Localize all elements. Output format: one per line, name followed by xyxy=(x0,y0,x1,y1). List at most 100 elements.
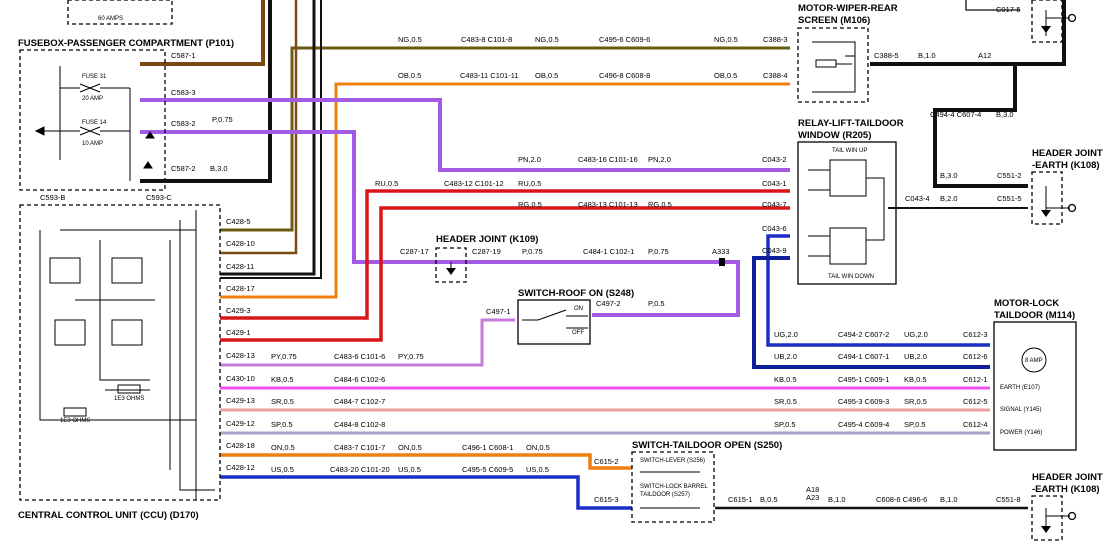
label-sr05-c: SR,0.5 xyxy=(904,397,927,406)
wire-ob xyxy=(220,82,790,299)
label-on05-b: ON,0.5 xyxy=(398,443,422,452)
label-c494-2: C494-2 C607-2 xyxy=(838,330,889,339)
label-c608-6: C608-6 C496-6 xyxy=(876,495,927,504)
label-c484-1: C484-1 C102-1 xyxy=(583,247,634,256)
label-c017-5: C017-5 xyxy=(996,5,1021,14)
wire-us xyxy=(220,475,632,510)
label-c484-7: C484-7 C102-7 xyxy=(334,397,385,406)
label-c587-1: C587-1 xyxy=(171,51,196,60)
label-p075-b: P,0.75 xyxy=(648,247,669,256)
label-b05: B,0.5 xyxy=(760,495,778,504)
label-ru05-b: RU,0.5 xyxy=(518,179,541,188)
label-c483-16: C483-16 C101-16 xyxy=(578,155,638,164)
label-c483-7: C483-7 C101-7 xyxy=(334,443,385,452)
label-c429-12: C429-12 xyxy=(226,419,255,428)
label-c612-4: C612-4 xyxy=(963,420,988,429)
wire-py xyxy=(220,318,515,367)
label-on05-c: ON,0.5 xyxy=(526,443,550,452)
ccu-internal-circuit xyxy=(39,210,215,500)
label-c612-5: C612-5 xyxy=(963,397,988,406)
wire-on xyxy=(220,453,632,470)
wire-red-rg xyxy=(220,206,790,342)
label-c484-8: C484-8 C102-8 xyxy=(334,420,385,429)
label-p075-fuse: P,0.75 xyxy=(212,115,233,124)
label-c043-7: C043-7 xyxy=(762,200,787,209)
label-sp05-c: SP,0.5 xyxy=(904,420,926,429)
wire-black-top-right xyxy=(965,0,1020,11)
wire-purple-fuse-loop xyxy=(140,98,790,172)
label-c388-5: C388-5 xyxy=(874,51,899,60)
label-c428-10: C428-10 xyxy=(226,239,255,248)
label-sr05-a: SR,0.5 xyxy=(271,397,294,406)
label-ug20-a: UG,2.0 xyxy=(774,330,798,339)
label-c615-1: C615-1 xyxy=(728,495,753,504)
label-pn20-a: PN,2.0 xyxy=(518,155,541,164)
wire-black-fuse-b30 xyxy=(140,0,272,183)
label-c428-18: C428-18 xyxy=(226,441,255,450)
fuse-symbol xyxy=(34,66,155,181)
label-c428-12: C428-12 xyxy=(226,463,255,472)
ccu-res1: 1E3 OHMS xyxy=(114,396,144,402)
label-c287-17: C287-17 xyxy=(400,247,429,256)
relay-down: TAIL WIN DOWN xyxy=(828,274,874,280)
switch-taildoor-title: SWITCH-TAILDOOR OPEN (S250) xyxy=(632,440,782,451)
motor-wiper: MOTOR-WIPER-REAR SCREEN (M106) xyxy=(797,3,898,103)
label-c495-4: C495-4 C609-4 xyxy=(838,420,889,429)
relay-title-1: RELAY-LIFT-TAILDOOR xyxy=(798,118,904,129)
label-kb05-a: KB,0.5 xyxy=(271,375,294,384)
label-c428-13: C428-13 xyxy=(226,351,255,360)
label-c593-c: C593-C xyxy=(146,193,172,202)
label-p05: P,0.5 xyxy=(648,299,665,308)
motor-lock-power: POWER (Y146) xyxy=(1000,430,1042,436)
label-us05-a: US,0.5 xyxy=(271,465,294,474)
wire-ug xyxy=(766,234,990,347)
label-c495-5: C495-5 C609-5 xyxy=(462,465,513,474)
wire-ub xyxy=(752,256,990,369)
label-c429-1: C429-1 xyxy=(226,328,251,337)
label-c494-1: C494-1 C607-1 xyxy=(838,352,889,361)
motor-lock-title-1: MOTOR-LOCK xyxy=(994,298,1059,309)
label-kb05-b: KB,0.5 xyxy=(774,375,797,384)
label-ru05-a: RU,0.5 xyxy=(375,179,398,188)
label-c430-10: C430-10 xyxy=(226,374,255,383)
label-ug20-b: UG,2.0 xyxy=(904,330,928,339)
label-c612-1: C612-1 xyxy=(963,375,988,384)
label-py075-a: PY,0.75 xyxy=(271,352,297,361)
motor-wiper-title-2: SCREEN (M106) xyxy=(798,15,870,26)
motor-lock-signal: SIGNAL (Y145) xyxy=(1000,407,1041,413)
label-pn20-b: PN,2.0 xyxy=(648,155,671,164)
switch-taildoor: SWITCH-TAILDOOR OPEN (S250) SWITCH-LEVER… xyxy=(631,440,782,523)
switch-off-label: OFF xyxy=(572,330,584,336)
label-ob05-b: OB,0.5 xyxy=(535,71,558,80)
label-ng05-c: NG,0.5 xyxy=(714,35,738,44)
label-sp05-a: SP,0.5 xyxy=(271,420,293,429)
label-c043-1: C043-1 xyxy=(762,179,787,188)
label-us05-c: US,0.5 xyxy=(526,465,549,474)
label-p075-a: P,0.75 xyxy=(522,247,543,256)
label-c483-6: C483-6 C101-6 xyxy=(334,352,385,361)
header-k109-title: HEADER JOINT (K109) xyxy=(436,234,538,245)
label-ub20-a: UB,2.0 xyxy=(774,352,797,361)
label-c615-3: C615-3 xyxy=(594,495,619,504)
fuse14-amp: 10 AMP xyxy=(82,141,103,147)
switch-roof-title: SWITCH-ROOF ON (S248) xyxy=(518,288,634,299)
label-us05-b: US,0.5 xyxy=(398,465,421,474)
wire-brown-vertical xyxy=(140,0,265,66)
wire-labels: NG,0.5 C483-8 C101-8 NG,0.5 C495-6 C609-… xyxy=(271,5,1022,504)
label-b10-c: B,1.0 xyxy=(940,495,958,504)
label-c612-6: C612-6 xyxy=(963,352,988,361)
label-b30-r: B,3.0 xyxy=(996,110,1014,119)
label-c495-1: C495-1 C609-1 xyxy=(838,375,889,384)
label-c615-2: C615-2 xyxy=(594,457,619,466)
label-ub20-b: UB,2.0 xyxy=(904,352,927,361)
label-kb05-c: KB,0.5 xyxy=(904,375,927,384)
label-c484-6: C484-6 C102-6 xyxy=(334,375,385,384)
header-joint-k108-a: HEADER JOINT -EARTH (K108) xyxy=(1031,148,1103,225)
label-b10: B,1.0 xyxy=(918,51,936,60)
label-on05-a: ON,0.5 xyxy=(271,443,295,452)
wire-red-ru xyxy=(220,189,790,320)
fusebox: 60 AMPS FUSEBOX-PASSENGER COMPARTMENT (P… xyxy=(18,0,234,202)
wire-black-c428-11 xyxy=(220,0,316,276)
label-ng05-b: NG,0.5 xyxy=(535,35,559,44)
